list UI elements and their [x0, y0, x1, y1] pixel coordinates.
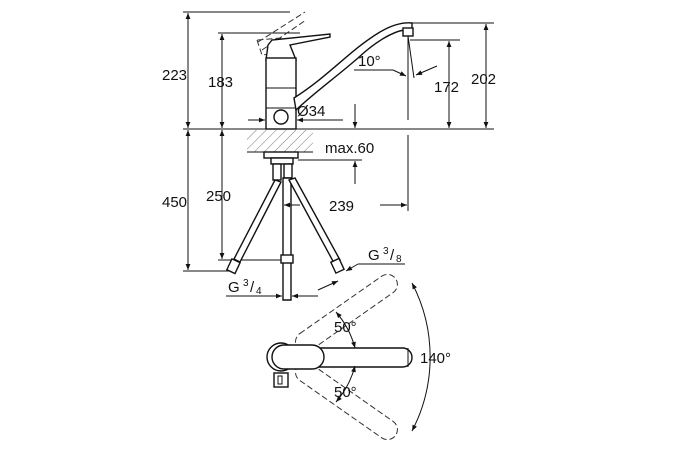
faucet-top-view	[266, 273, 413, 441]
label-spout-angle: 10°	[358, 53, 381, 70]
label-deck-thickness: max.60	[325, 140, 374, 157]
label-239: 239	[329, 198, 354, 215]
svg-text:G: G	[368, 247, 380, 264]
label-angle-upper: 50°	[334, 319, 357, 336]
svg-text:/: /	[390, 247, 395, 264]
svg-text:8: 8	[396, 254, 402, 265]
dimension-172: 172	[434, 41, 459, 128]
dimension-450: 450	[162, 130, 232, 272]
label-diameter: Ø34	[297, 103, 325, 120]
dimension-223: 223	[162, 13, 191, 128]
deck-hatch	[247, 130, 313, 152]
label-g34: G 3 / 4	[228, 278, 262, 297]
label-183: 183	[208, 74, 233, 91]
label-202: 202	[471, 71, 496, 88]
svg-text:3: 3	[383, 246, 389, 257]
svg-text:/: /	[250, 279, 255, 296]
hose-right	[287, 177, 341, 264]
faucet-side-view	[225, 11, 414, 301]
label-223: 223	[162, 67, 187, 84]
label-g38: G 3 / 8	[368, 246, 402, 265]
label-250: 250	[206, 188, 231, 205]
label-450: 450	[162, 194, 187, 211]
svg-text:G: G	[228, 279, 240, 296]
svg-text:4: 4	[256, 286, 262, 297]
label-172: 172	[434, 79, 459, 96]
label-angle-lower: 50°	[334, 384, 357, 401]
svg-text:3: 3	[243, 278, 249, 289]
label-angle-total: 140°	[420, 350, 451, 367]
hose-left	[233, 179, 282, 263]
dimension-250: 250	[206, 130, 290, 261]
dimension-202: 202	[471, 24, 496, 128]
dimension-183: 183	[208, 34, 233, 128]
